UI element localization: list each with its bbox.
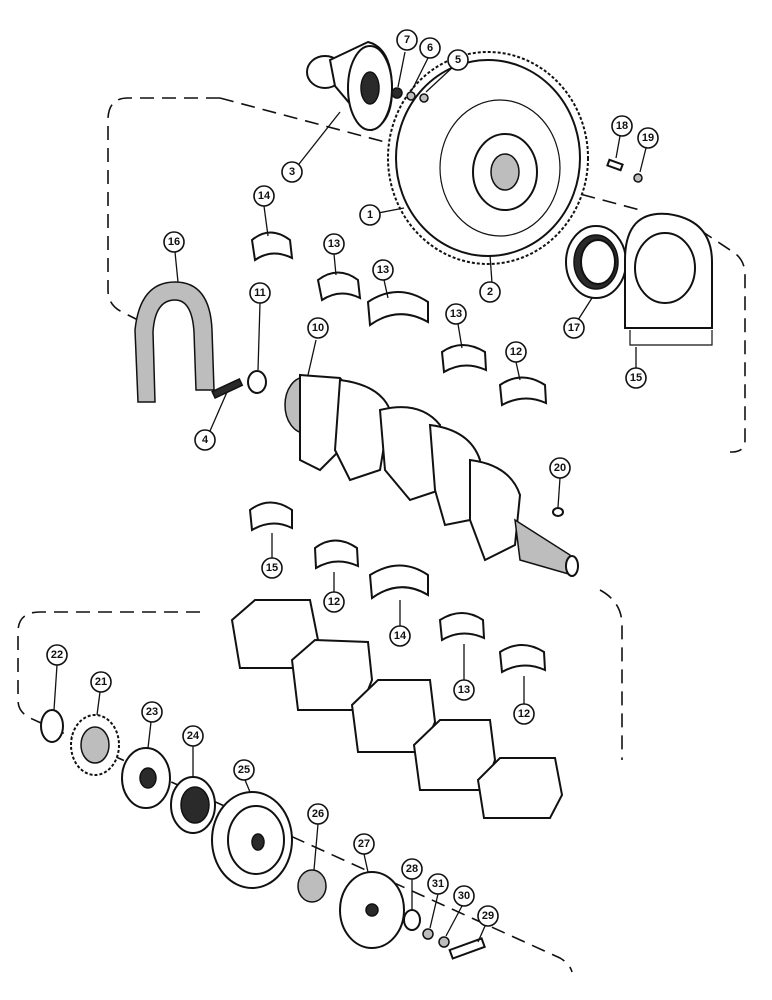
part-ring	[40, 709, 64, 743]
part-hub	[306, 40, 394, 132]
callout-19: 18	[616, 120, 628, 132]
callout-27: 26	[312, 808, 324, 820]
callout-29: 28	[406, 863, 418, 875]
part-bolt-retainer	[606, 158, 643, 183]
callout-15-upper: 14	[258, 190, 271, 202]
callout-14-upper: 13	[377, 264, 389, 276]
callout-5: 5	[455, 54, 461, 66]
callout-16: 15	[630, 372, 642, 384]
callouts: 1 2 3 4 5 6 7 10 11 12 12 13	[46, 29, 659, 943]
part-pulley	[211, 791, 293, 889]
part-dowel	[211, 377, 244, 399]
callout-10: 10	[312, 322, 324, 334]
callout-13-lower-left: 12	[328, 596, 340, 608]
part-front-seal	[170, 776, 216, 834]
main-bearing-caps	[230, 599, 564, 819]
callout-17: 16	[168, 236, 180, 248]
callout-23: 22	[51, 649, 63, 661]
callout-15-lower: 15	[266, 562, 278, 574]
callout-26: 25	[238, 764, 250, 776]
callout-6: 6	[427, 42, 433, 54]
callout-18: 17	[568, 322, 580, 334]
callout-25: 24	[187, 730, 200, 742]
part-oil-slinger	[121, 747, 171, 809]
callout-4: 4	[202, 434, 209, 446]
part-front-hardware	[403, 909, 486, 960]
callout-32: 31	[432, 878, 444, 890]
part-rear-seal	[565, 225, 627, 299]
callout-3: 3	[289, 166, 295, 178]
part-flywheel	[387, 51, 589, 265]
callout-24: 23	[146, 706, 158, 718]
callout-21: 20	[554, 462, 566, 474]
callout-31: 30	[458, 890, 470, 902]
callout-20: 19	[642, 132, 654, 144]
callout-11: 11	[254, 287, 266, 299]
upper-group-boundary	[107, 97, 220, 327]
middle-group-boundary	[599, 589, 623, 760]
part-rear-gasket	[134, 281, 215, 403]
part-pilot-bushing	[247, 370, 267, 394]
part-damper-washer	[339, 871, 405, 949]
callout-7: 7	[404, 34, 410, 46]
callout-14-lower: 14	[394, 630, 407, 642]
upper-bearing-shells	[250, 231, 548, 407]
callout-12-upper: 12	[510, 346, 522, 358]
part-key	[552, 507, 564, 517]
lower-bearing-shells	[248, 501, 547, 674]
part-seal-retainer	[624, 212, 713, 346]
callout-13-lower-right: 13	[458, 684, 470, 696]
callout-22: 21	[95, 676, 107, 688]
part-crank-gear	[70, 714, 120, 776]
callout-12-lower: 12	[518, 708, 530, 720]
part-crankshaft	[284, 373, 579, 577]
callout-13-upper-left: 13	[328, 238, 340, 250]
part-spacer	[297, 869, 327, 903]
callout-2: 2	[487, 286, 493, 298]
callout-28: 27	[358, 838, 370, 850]
lower-group-boundary	[17, 611, 573, 973]
callout-1: 1	[367, 209, 373, 221]
part-bolts-flywheel	[391, 87, 429, 103]
callout-30: 29	[482, 910, 494, 922]
callout-13-upper-right: 13	[450, 308, 462, 320]
